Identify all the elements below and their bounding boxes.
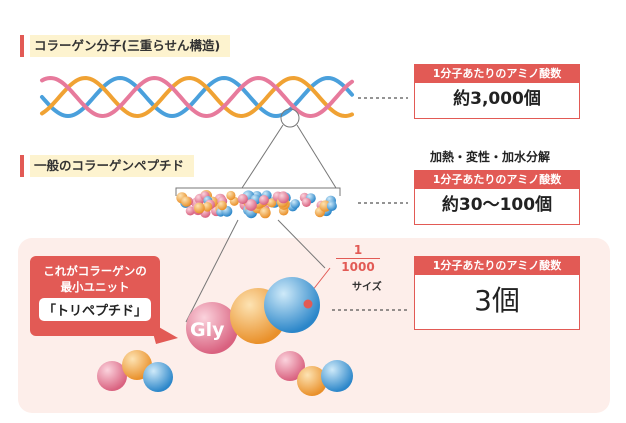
infobox-header: 1分子あたりのアミノ酸数 (415, 257, 579, 275)
sphere-blue (321, 360, 353, 392)
tripeptide-small-left (97, 350, 173, 392)
sphere-blue (264, 277, 320, 333)
infobox-value: 約3,000個 (453, 89, 541, 109)
section1-heading: コラーゲン分子(三重らせん構造) (20, 35, 231, 57)
infobox-value: 約30〜100個 (441, 195, 553, 215)
peptide-sphere (226, 190, 236, 201)
helix-strand-blue (40, 75, 354, 119)
section1-title: コラーゲン分子(三重らせん構造) (30, 35, 231, 57)
callout-line3: 「トリペプチド」 (38, 298, 151, 321)
zoom-line (296, 124, 337, 189)
sphere-pink (275, 351, 305, 381)
peptide-sphere (181, 196, 192, 207)
peptide-sphere (267, 198, 277, 208)
peptide-sphere (290, 199, 301, 209)
infobox-header: 1分子あたりのアミノ酸数 (415, 65, 579, 83)
sphere-pink (97, 361, 127, 391)
fraction-denominator: 1000 (341, 260, 375, 274)
tripeptide-callout: これがコラーゲンの 最小ユニット 「トリペプチド」 (30, 256, 160, 336)
heading-accent-bar (20, 35, 24, 57)
peptide-sphere (202, 202, 213, 212)
process-note: 加熱・変性・加水分解 (430, 150, 551, 164)
peptide-sphere (326, 201, 337, 211)
tripeptide-main: Gly (186, 277, 320, 354)
peptide-sphere (258, 195, 269, 205)
peptide-sphere (194, 202, 205, 214)
fraction-divider (336, 258, 380, 259)
sphere-pink (186, 302, 238, 354)
peptide-sphere (237, 193, 248, 205)
infobox-peptide: 1分子あたりのアミノ酸数 約30〜100個 (414, 170, 580, 225)
callout-line1: これがコラーゲンの (43, 264, 147, 278)
zoom-line (277, 219, 326, 269)
section2-heading: 一般のコラーゲンペプチド (20, 155, 195, 177)
infobox-tripeptide: 1分子あたりのアミノ酸数 3個 (414, 256, 580, 330)
peptide-sphere (185, 206, 195, 216)
callout-line2: 最小ユニット (60, 280, 130, 294)
infobox-value: 3個 (474, 284, 520, 317)
marker-dot (303, 299, 313, 309)
triple-helix (40, 75, 354, 119)
peptide-sphere (301, 197, 311, 207)
size-fraction: 1 1000 (336, 243, 380, 274)
heading-accent-bar (20, 155, 24, 177)
helix-strand-orange (40, 75, 354, 119)
peptide-sphere (217, 200, 227, 211)
peptide-cluster (176, 190, 337, 219)
zoom-line (185, 219, 239, 323)
helix-strand-pink (40, 75, 354, 119)
zoom-line (241, 124, 284, 189)
sphere-orange (297, 366, 327, 396)
peptide-sphere (259, 207, 271, 219)
size-unit: サイズ (352, 282, 382, 293)
peptide-bracket (175, 187, 341, 196)
peptide-sphere (245, 199, 257, 211)
sphere-blue (143, 362, 173, 392)
zoom-circle (280, 108, 300, 128)
tripeptide-small-right (275, 351, 353, 396)
fraction-numerator: 1 (353, 243, 363, 257)
infobox-header: 1分子あたりのアミノ酸数 (415, 171, 579, 189)
infobox-molecule: 1分子あたりのアミノ酸数 約3,000個 (414, 64, 580, 119)
peptide-sphere (277, 192, 289, 204)
gly-label: Gly (190, 319, 225, 341)
section2-title: 一般のコラーゲンペプチド (30, 155, 195, 177)
